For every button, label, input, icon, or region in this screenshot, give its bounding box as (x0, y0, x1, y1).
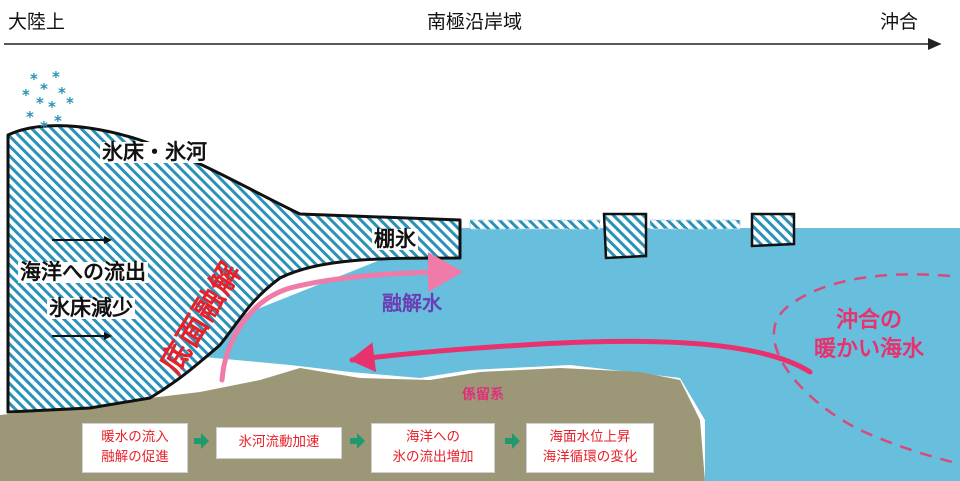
warm-water-flow-arrow (349, 338, 813, 375)
process-box-line: 暖水の流入 (101, 429, 169, 446)
process-box-sea-level: 海面水位上昇 海洋循環の変化 (526, 423, 654, 473)
process-box-line: 海洋循環の変化 (542, 449, 638, 465)
label-outflow-line2: 氷床減少 (47, 296, 135, 320)
snowflake-icon: * (54, 112, 62, 130)
meltwater-flow-arrow (219, 252, 463, 383)
process-box-ice-discharge: 海洋への 氷の流出増加 (371, 423, 495, 473)
label-offshore-warm-water: 沖合の 暖かい海水 (814, 307, 924, 364)
process-box-line: 氷の流出増加 (392, 449, 474, 465)
snowflake-icon: * (36, 94, 44, 112)
ocean-water (150, 228, 960, 481)
label-ice-sheet: 氷床・氷河 (100, 140, 209, 164)
snowflake-icon: * (22, 86, 30, 104)
process-box-line: 融解の促進 (101, 449, 169, 465)
snowflake-icon: * (26, 108, 34, 126)
snowflake-icon: * (40, 80, 48, 98)
label-meltwater: 融解水 (382, 291, 442, 315)
label-offshore-line2: 暖かい海水 (814, 336, 925, 362)
snowflake-icon: * (52, 68, 60, 86)
arrow-right-icon (194, 433, 209, 449)
process-box-warm-water-inflow: 暖水の流入 融解の促進 (82, 423, 188, 473)
process-box-line: 氷河流動加速 (238, 434, 320, 451)
outflow-arrows (52, 236, 112, 340)
label-ice-shelf: 棚氷 (372, 227, 418, 251)
process-box-line: 海面水位上昇 (549, 429, 631, 446)
snowflake-icon: * (58, 84, 66, 102)
snowflake-icon: * (66, 94, 74, 112)
arrow-right-icon (350, 433, 365, 449)
label-offshore-line1: 沖合の (836, 308, 903, 333)
axis-label-coastal: 南極沿岸域 (427, 11, 523, 33)
axis-label-continent: 大陸上 (8, 11, 66, 33)
snowflake-icon: * (48, 98, 56, 116)
snowflake-icon: * (30, 70, 38, 88)
offshore-water-boundary (772, 273, 953, 464)
sea-ice-fragments (469, 212, 796, 260)
ice-sheet (6, 124, 462, 414)
step-arrows (194, 433, 520, 449)
label-outflow-line1: 海洋への流出 (18, 260, 148, 284)
process-box-glacier-flow: 氷河流動加速 (216, 427, 342, 459)
label-retention-system: 係留系 (462, 387, 504, 403)
axis-label-offshore: 沖合 (880, 11, 919, 33)
process-box-line: 海洋への (406, 429, 460, 446)
arrow-right-icon (505, 433, 520, 449)
snowflake-icon: * (40, 118, 48, 136)
